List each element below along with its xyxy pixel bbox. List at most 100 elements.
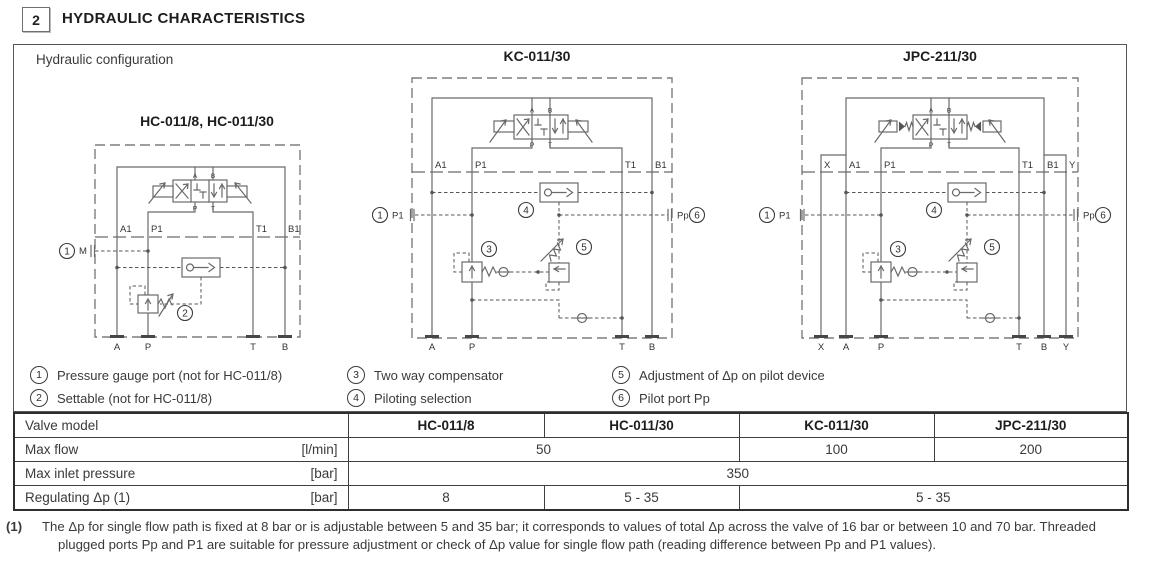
svg-text:1: 1 [764, 211, 770, 222]
max-flow-kc: 100 [738, 437, 935, 462]
valve-port-t: T [947, 142, 951, 149]
port-label-x: X [824, 160, 831, 171]
port-label-x: X [818, 342, 825, 353]
port-label-p1: P1 [475, 160, 487, 171]
model-hc0118: HC-011/8 [347, 412, 545, 438]
port-label-a1: A1 [120, 224, 132, 235]
valve-port-t: T [211, 206, 215, 213]
diagram-title-kc: KC-011/30 [503, 48, 571, 64]
table-row-max-flow: Max flow[l/min] 50 100 200 [13, 437, 1129, 462]
subplate-boundary [411, 77, 673, 339]
hydraulic-configuration-panel [13, 44, 1127, 412]
port-label-a1: A1 [849, 160, 861, 171]
pilot-port-icon [667, 208, 673, 222]
legend-text: Pressure gauge port (not for HC-011/8) [57, 367, 283, 383]
svg-text:4: 4 [523, 206, 529, 217]
callout-1: 1 [758, 206, 776, 224]
svg-text:4: 4 [931, 206, 937, 217]
directional-valve-icon: A B P T [874, 108, 1006, 149]
directional-valve-icon: A B P T [148, 173, 252, 213]
callout-2-badge: 2 [30, 389, 48, 407]
section-title: HYDRAULIC CHARACTERISTICS [62, 10, 306, 27]
gauge-port-icon [409, 208, 415, 222]
port-label-p: P [878, 342, 884, 353]
valve-port-b: B [211, 173, 215, 180]
row-label: Max flow [25, 442, 79, 457]
legend-text: Piloting selection [374, 390, 472, 406]
callout-1: 1 [58, 242, 76, 260]
callout-4-badge: 4 [347, 389, 365, 407]
hc-schematic-diagram: A B P T A1 P1 T1 B1 1 M [58, 144, 301, 353]
port-label-b: B [282, 342, 288, 353]
svg-text:6: 6 [694, 211, 700, 222]
svg-text:1: 1 [64, 247, 70, 258]
legend-text: Pilot port Pp [639, 390, 710, 406]
shuttle-valve-icon [947, 182, 987, 203]
subplate-boundary [801, 77, 1079, 339]
port-label-t: T [619, 342, 625, 353]
svg-text:3: 3 [486, 245, 492, 256]
legend-text: Adjustment of Δp on pilot device [639, 367, 825, 383]
compensator-icon [862, 252, 906, 283]
port-label-a: A [429, 342, 436, 353]
port-label-y: Y [1063, 342, 1070, 353]
pilot-relief-icon [948, 238, 978, 291]
diagram-title-hc: HC-011/8, HC-011/30 [140, 113, 274, 129]
port-label-a: A [114, 342, 121, 353]
callout-1-badge: 1 [30, 366, 48, 384]
svg-text:6: 6 [1100, 211, 1106, 222]
callout-3: 3 [480, 240, 498, 258]
table-row-regulating-dp: Regulating Δp (1)[bar] 8 5 - 35 5 - 35 [13, 485, 1129, 511]
valve-port-p: P [193, 206, 197, 213]
max-flow-jpc: 200 [933, 437, 1129, 462]
model-jpc21130: JPC-211/30 [933, 412, 1129, 438]
callout-6: 6 [688, 206, 706, 224]
callout-1: 1 [371, 206, 389, 224]
port-label-b: B [649, 342, 655, 353]
gauge-port-label: P1 [392, 211, 404, 222]
model-kc01130: KC-011/30 [738, 412, 935, 438]
pilot-port-label: Pp [1083, 211, 1095, 222]
valve-port-p: P [530, 142, 534, 149]
port-label-p: P [469, 342, 475, 353]
legend-item-5: 5 Adjustment of Δp on pilot device [612, 366, 825, 384]
port-label-t1: T1 [256, 224, 267, 235]
valve-port-b: B [548, 108, 552, 115]
port-label-b: B [1041, 342, 1047, 353]
callout-4: 4 [517, 201, 535, 219]
jpc-schematic-diagram: A B P T X A1 P1 T1 B1 Y 4 1 P1 [758, 77, 1112, 353]
callout-2: 2 [176, 304, 194, 322]
footnote-text: The Δp for single flow path is fixed at … [42, 519, 1096, 553]
port-label-t: T [1016, 342, 1022, 353]
shuttle-valve-icon [539, 182, 579, 203]
legend-item-2: 2 Settable (not for HC-011/8) [30, 389, 212, 407]
callout-4: 4 [925, 201, 943, 219]
svg-text:5: 5 [989, 243, 995, 254]
gauge-port-icon [799, 208, 805, 222]
gauge-port-icon [90, 244, 96, 258]
regulating-dp-hc01130: 5 - 35 [543, 485, 740, 511]
callout-6: 6 [1094, 206, 1112, 224]
port-label-p: P [145, 342, 151, 353]
gauge-port-label: M [79, 246, 87, 257]
valve-port-a: A [530, 108, 535, 115]
pilot-port-icon [1073, 208, 1079, 222]
gauge-port-label: P1 [779, 211, 791, 222]
callout-3: 3 [889, 240, 907, 258]
subplate-boundary [94, 144, 301, 338]
pilot-port-label: Pp [677, 211, 689, 222]
directional-valve-icon: A B P T [489, 108, 593, 149]
specification-table: Valve model HC-011/8 HC-011/30 KC-011/30… [13, 412, 1129, 511]
callout-3-badge: 3 [347, 366, 365, 384]
diagram-title-jpc: JPC-211/30 [903, 48, 977, 64]
row-unit: [bar] [310, 490, 338, 505]
row-label: Regulating Δp (1) [25, 490, 131, 505]
port-label-p1: P1 [884, 160, 896, 171]
footnote-1: (1) The Δp for single flow path is fixed… [6, 518, 1141, 554]
kc-schematic-diagram: A B P T A1 P1 T1 B1 4 1 P1 [371, 77, 706, 353]
port-label-t1: T1 [625, 160, 636, 171]
callout-5: 5 [575, 238, 593, 256]
model-hc01130: HC-011/30 [543, 412, 740, 438]
legend-text: Settable (not for HC-011/8) [57, 390, 213, 406]
